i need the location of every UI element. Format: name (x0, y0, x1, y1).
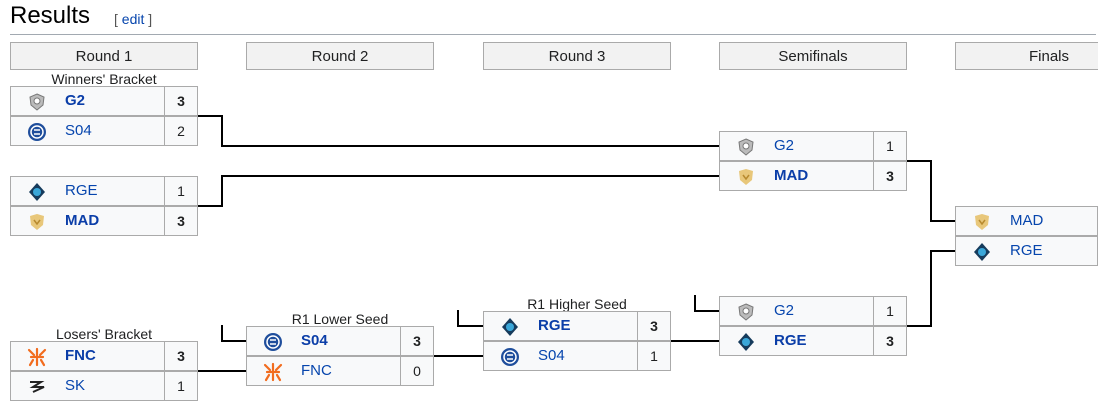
team-name[interactable]: MAD (65, 212, 100, 229)
team-score: 3 (400, 327, 433, 355)
team-row-wb1-g2[interactable]: G2 3 (10, 86, 198, 116)
s04-logo-icon (263, 332, 283, 352)
team-name[interactable]: S04 (301, 332, 328, 349)
team-score: 2 (164, 117, 197, 145)
mad-logo-icon (972, 212, 992, 232)
connector-r2-drop (221, 325, 246, 342)
rge-logo-icon (500, 317, 520, 337)
team-row-lb1-sk[interactable]: SK 1 (10, 371, 198, 401)
edit-bracket-open: [ (114, 11, 118, 27)
s04-logo-icon (27, 122, 47, 142)
g2-logo-icon (736, 302, 756, 322)
mad-logo-icon (27, 212, 47, 232)
round-header-finals: Finals (955, 42, 1098, 70)
connector-r3-drop (457, 310, 483, 327)
team-score: 3 (164, 207, 197, 235)
edit-bracket-close: ] (148, 11, 153, 27)
team-score: 1 (873, 132, 906, 160)
section-divider (10, 34, 1096, 35)
round-header-1: Round 1 (10, 42, 198, 70)
fnc-logo-icon (27, 347, 47, 367)
team-name[interactable]: FNC (65, 347, 96, 364)
sk-logo-icon (27, 377, 47, 397)
connector-sf1-final (907, 160, 955, 222)
g2-logo-icon (27, 92, 47, 112)
team-name[interactable]: RGE (538, 317, 571, 334)
edit-link-wrapper: [ edit ] (114, 11, 152, 27)
team-row-sf1-mad[interactable]: MAD 3 (719, 161, 907, 191)
team-row-sf2-g2[interactable]: G2 1 (719, 296, 907, 326)
r1-lower-seed-caption: R1 Lower Seed (291, 311, 389, 327)
round-header-3: Round 3 (483, 42, 671, 70)
team-name[interactable]: MAD (1010, 212, 1044, 229)
team-score: 1 (873, 297, 906, 325)
team-score: 3 (637, 312, 670, 340)
team-row-final-mad[interactable]: MAD (955, 206, 1098, 236)
g2-logo-icon (736, 137, 756, 157)
team-score: 3 (873, 327, 906, 355)
rge-logo-icon (27, 182, 47, 202)
rge-logo-icon (972, 242, 992, 262)
team-score: 1 (164, 372, 197, 400)
team-name[interactable]: SK (65, 377, 86, 394)
team-name[interactable]: MAD (774, 167, 809, 184)
r1-higher-seed-caption: R1 Higher Seed (527, 296, 627, 312)
s04-logo-icon (500, 347, 520, 367)
team-row-sf2-rge[interactable]: RGE 3 (719, 326, 907, 356)
team-row-wb2-rge[interactable]: RGE 1 (10, 176, 198, 206)
team-row-r3-rge[interactable]: RGE 3 (483, 311, 671, 341)
rge-logo-icon (736, 332, 756, 352)
team-name[interactable]: RGE (1010, 242, 1043, 259)
team-name[interactable]: RGE (774, 332, 807, 349)
connector-wb2-sf1 (198, 175, 719, 207)
team-row-wb1-s04[interactable]: S04 2 (10, 116, 198, 146)
round-header-2: Round 2 (246, 42, 434, 70)
team-name[interactable]: RGE (65, 182, 98, 199)
team-score: 0 (400, 357, 433, 385)
team-name[interactable]: S04 (538, 347, 565, 364)
fnc-logo-icon (263, 362, 283, 382)
team-name[interactable]: G2 (774, 302, 795, 319)
team-name[interactable]: G2 (65, 92, 86, 109)
team-name[interactable]: G2 (774, 137, 795, 154)
team-score: 1 (637, 342, 670, 370)
team-score: 3 (164, 342, 197, 370)
team-score: 1 (164, 177, 197, 205)
losers-bracket-caption: Losers' Bracket (55, 326, 153, 342)
team-row-r2-s04[interactable]: S04 3 (246, 326, 434, 356)
team-score: 3 (164, 87, 197, 115)
team-row-sf1-g2[interactable]: G2 1 (719, 131, 907, 161)
mad-logo-icon (736, 167, 756, 187)
team-row-r3-s04[interactable]: S04 1 (483, 341, 671, 371)
team-name[interactable]: FNC (301, 362, 332, 379)
connector-wb1-sf1 (198, 115, 719, 147)
team-row-r2-fnc[interactable]: FNC 0 (246, 356, 434, 386)
section-title: Results (10, 2, 91, 29)
edit-link[interactable]: edit (121, 11, 145, 27)
winners-bracket-caption: Winners' Bracket (51, 71, 157, 87)
connector-sf2-drop (694, 295, 719, 312)
team-row-final-rge[interactable]: RGE (955, 236, 1098, 266)
round-header-semifinals: Semifinals (719, 42, 907, 70)
team-row-wb2-mad[interactable]: MAD 3 (10, 206, 198, 236)
connector-sf2-final (907, 250, 955, 327)
team-name[interactable]: S04 (65, 122, 92, 139)
team-score: 3 (873, 162, 906, 190)
team-row-lb1-fnc[interactable]: FNC 3 (10, 341, 198, 371)
